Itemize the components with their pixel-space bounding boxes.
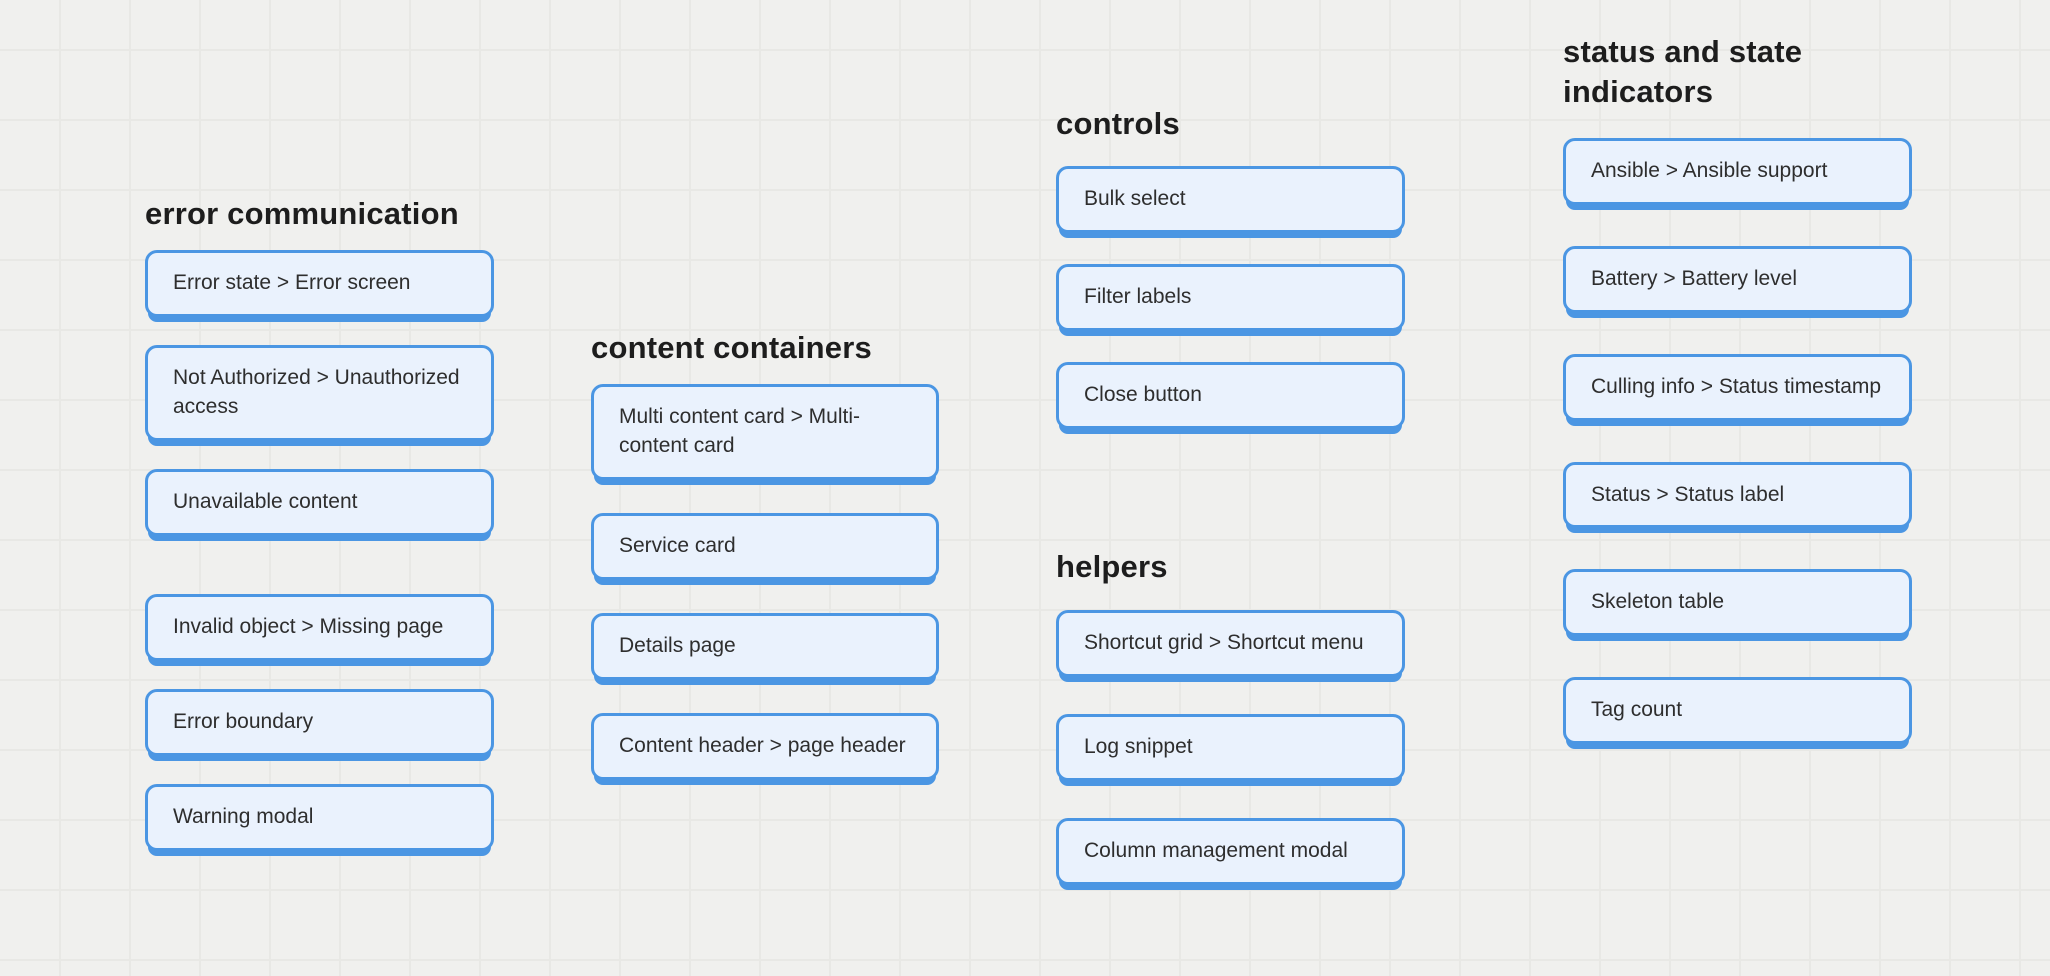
- card-filter-labels[interactable]: Filter labels: [1056, 264, 1405, 332]
- card-ansible-ansible-support[interactable]: Ansible > Ansible support: [1563, 137, 1912, 205]
- card-content-header-page-header[interactable]: Content header > page header: [591, 713, 939, 781]
- card-status-status-label[interactable]: Status > Status label: [1563, 461, 1912, 529]
- card-not-authorized-unauthorized-access[interactable]: Not Authorized > Unauthorized access: [145, 345, 494, 442]
- card-culling-info-status-timestamp[interactable]: Culling info > Status timestamp: [1563, 353, 1912, 421]
- card-log-snippet[interactable]: Log snippet: [1056, 714, 1405, 782]
- group-title: content containers: [591, 330, 872, 365]
- group-content-containers: content containers Multi content card > …: [591, 328, 939, 781]
- card-error-state-error-screen[interactable]: Error state > Error screen: [145, 250, 494, 318]
- group-error-communication: error communication Error state > Error …: [145, 194, 494, 852]
- card-skeleton-table[interactable]: Skeleton table: [1563, 569, 1912, 637]
- card-tag-count[interactable]: Tag count: [1563, 677, 1912, 745]
- card-warning-modal[interactable]: Warning modal: [145, 784, 494, 852]
- group-title: helpers: [1056, 549, 1168, 584]
- group-title: status and state indicators: [1563, 34, 1803, 110]
- card-column-management-modal[interactable]: Column management modal: [1056, 818, 1405, 886]
- card-close-button[interactable]: Close button: [1056, 362, 1405, 430]
- card-shortcut-grid-shortcut-menu[interactable]: Shortcut grid > Shortcut menu: [1056, 610, 1405, 678]
- card-invalid-object-missing-page[interactable]: Invalid object > Missing page: [145, 594, 494, 662]
- card-error-boundary[interactable]: Error boundary: [145, 689, 494, 757]
- card-service-card[interactable]: Service card: [591, 513, 939, 581]
- group-title: error communication: [145, 196, 459, 231]
- card-multi-content-card-multi-content-card[interactable]: Multi content card > Multi-content card: [591, 384, 939, 481]
- card-battery-battery-level[interactable]: Battery > Battery level: [1563, 245, 1912, 313]
- card-unavailable-content[interactable]: Unavailable content: [145, 469, 494, 537]
- card-bulk-select[interactable]: Bulk select: [1056, 166, 1405, 234]
- group-title: controls: [1056, 106, 1180, 141]
- card-details-page[interactable]: Details page: [591, 613, 939, 681]
- group-status-and-state-indicators: status and state indicators Ansible > An…: [1563, 32, 1912, 745]
